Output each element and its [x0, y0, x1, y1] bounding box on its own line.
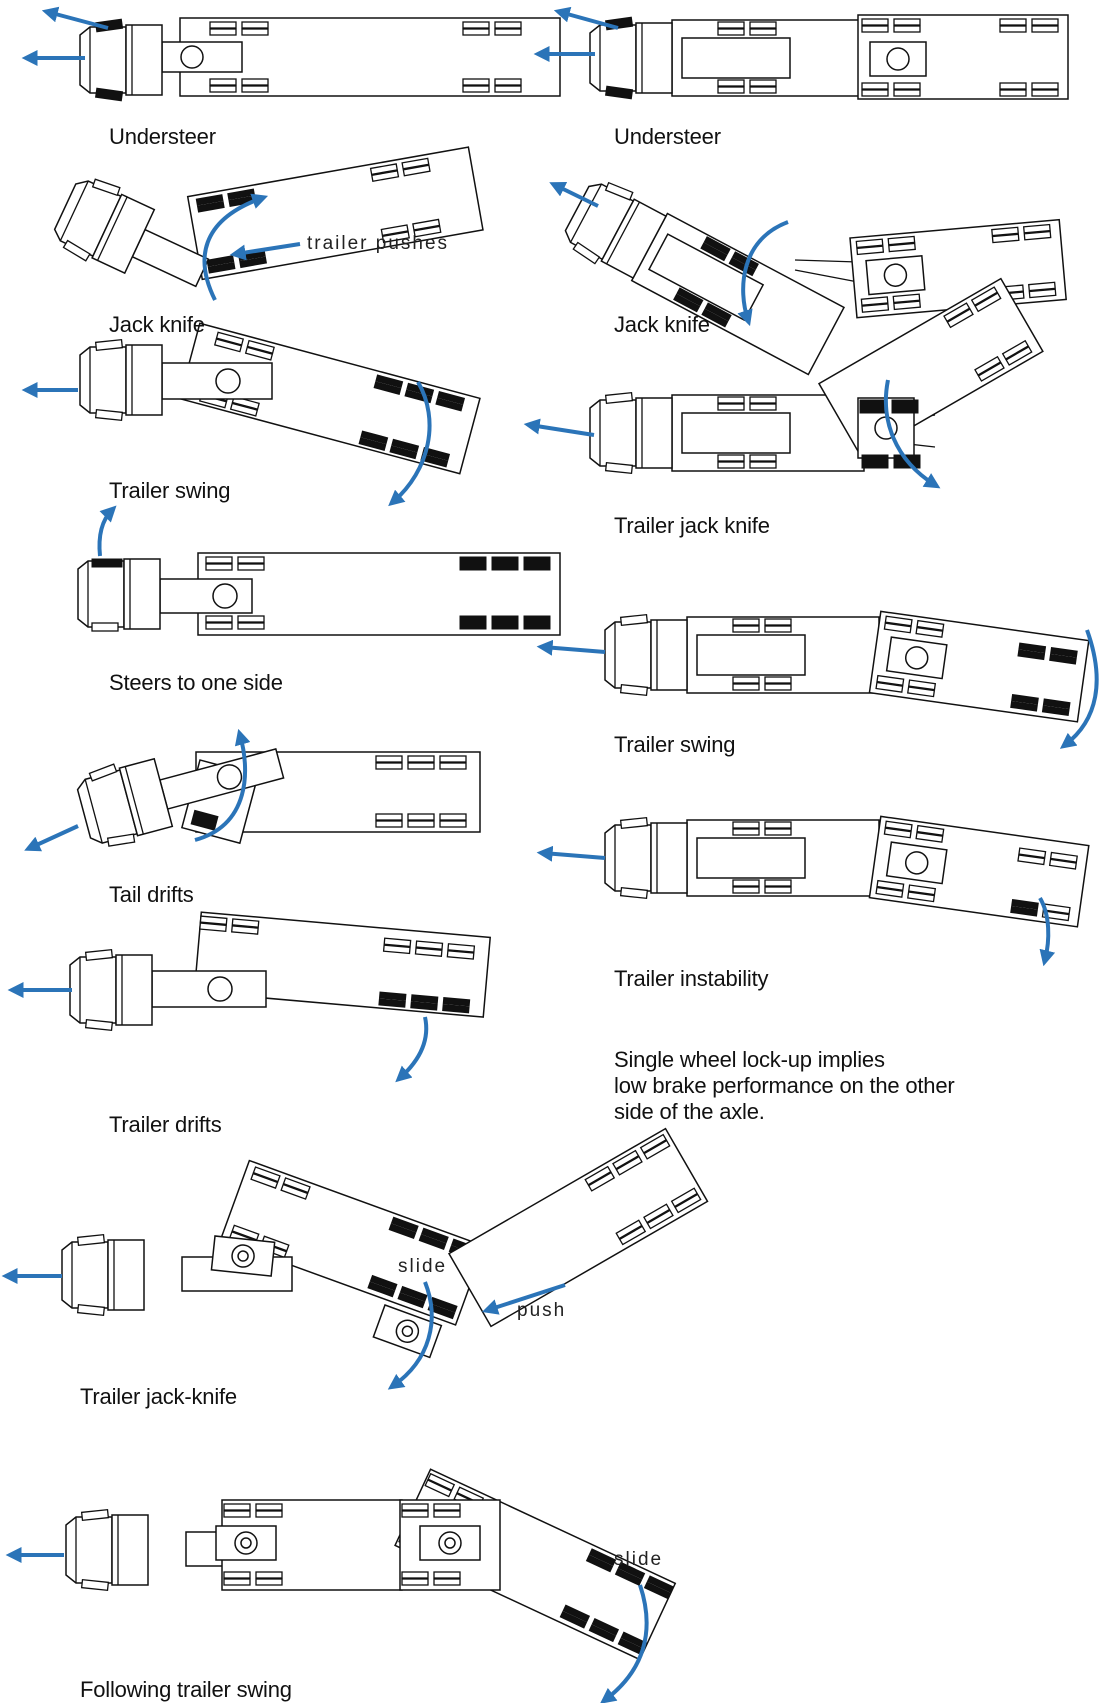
label-jackknife-right: Jack knife: [614, 312, 710, 337]
semi-tail-drifts: [24, 728, 481, 852]
push-label: push: [517, 1300, 566, 1321]
slide-label-1: slide: [398, 1256, 447, 1277]
label-trailer-drifts: Trailer drifts: [109, 1112, 222, 1137]
trailer-pushes-label: trailer pushes: [307, 233, 449, 254]
slide-label-2: slide: [614, 1549, 663, 1570]
semi-jackknife: trailer pushes: [49, 146, 484, 301]
note-line-1: Single wheel lock-up implies: [614, 1047, 885, 1072]
semi-steers-one-side: [77, 505, 561, 636]
label-steers-one-side: Steers to one side: [109, 670, 283, 695]
semi-understeer: [21, 6, 561, 102]
label-jackknife-left: Jack knife: [109, 312, 205, 337]
drawbar-trailer-instability: [536, 815, 1090, 967]
label-following-trailer-swing: Following trailer swing: [80, 1677, 292, 1702]
drawbar-understeer: [533, 6, 1069, 100]
label-understeer-right: Understeer: [614, 124, 721, 149]
bdouble-following-trailer-swing: slide: [5, 1468, 677, 1703]
semi-trailer-swing: [21, 322, 481, 507]
label-understeer-left: Understeer: [109, 124, 216, 149]
bdouble-trailer-jackknife: slide push: [1, 1127, 709, 1390]
drawbar-trailer-swing: [536, 610, 1099, 749]
label-trailer-swing-left: Trailer swing: [109, 478, 230, 503]
drawbar-jackknife: [549, 176, 1067, 376]
label-trailer-instability: Trailer instability: [614, 966, 769, 991]
drawbar-trailer-jackknife: [523, 277, 1044, 489]
label-tail-drifts: Tail drifts: [109, 882, 194, 907]
semi-trailer-drifts: [7, 911, 492, 1083]
note-line-3: side of the axle.: [614, 1099, 765, 1124]
label-trailer-jack-knife: Trailer jack-knife: [80, 1384, 237, 1409]
label-trailer-jackknife-right: Trailer jack knife: [614, 513, 770, 538]
note-line-2: low brake performance on the other: [614, 1073, 955, 1098]
label-trailer-swing-right: Trailer swing: [614, 732, 735, 757]
